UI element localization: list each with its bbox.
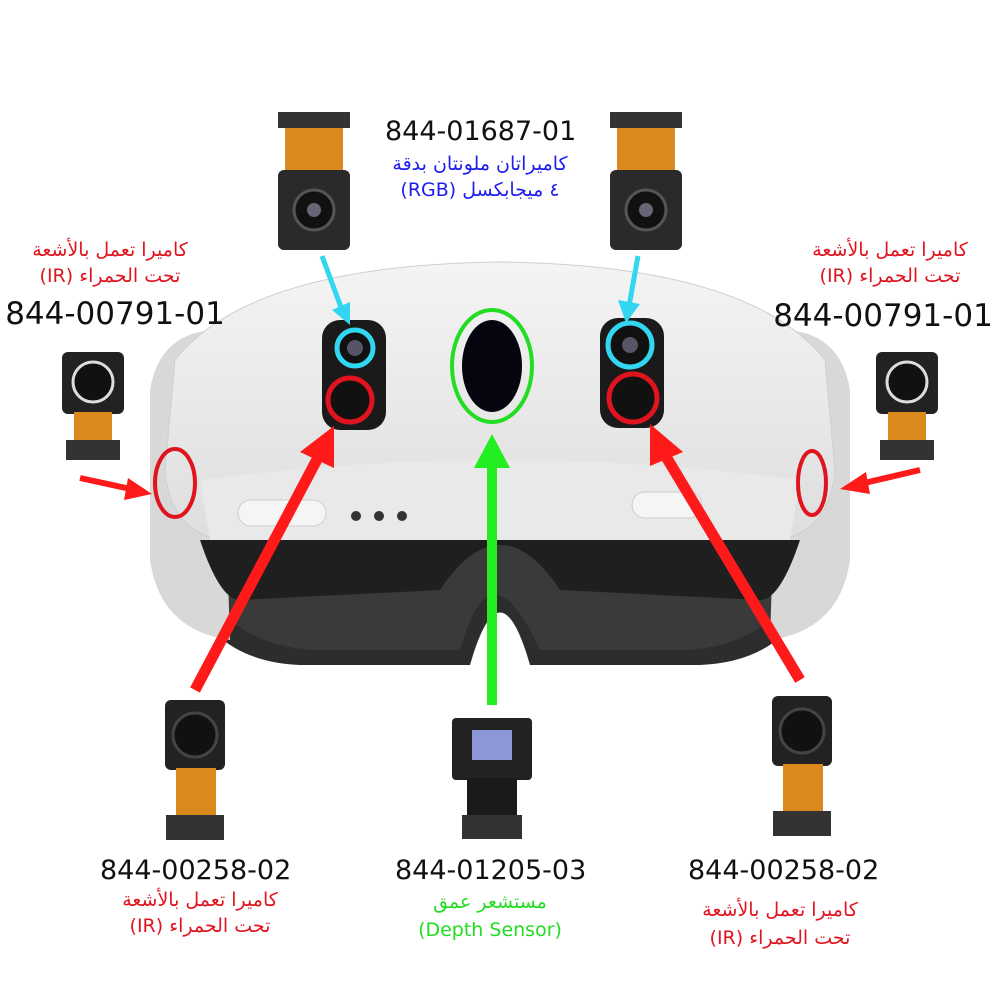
right-side-ir-highlight — [796, 449, 828, 517]
ir-bottom-right-label: كاميرا تعمل بالأشعة — [702, 899, 858, 921]
ir-bottom-right-part-number: 844-00258-02 — [688, 855, 880, 886]
arrow-ir-side-right — [859, 467, 921, 487]
ir-left-part-number: 844-00791-01 — [5, 296, 225, 332]
left-side-ir-highlight — [153, 447, 197, 519]
ir-left-label: كاميرا تعمل بالأشعة — [32, 239, 188, 261]
ir-left-label-2: تحت الحمراء (IR) — [39, 265, 181, 287]
depth-part-number: 844-01205-03 — [395, 855, 587, 886]
action-button — [631, 491, 703, 519]
arrow-ir-bottom-right — [657, 447, 805, 683]
ir-bottom-right-label-2: تحت الحمراء (IR) — [709, 927, 851, 949]
rgb-module-left — [278, 112, 350, 250]
rgb-label: كاميراتان ملونتان بدقة — [392, 153, 568, 175]
right-ir-camera-highlight — [606, 371, 660, 425]
depth-sensor-highlight — [450, 308, 534, 424]
left-ir-camera-highlight — [325, 375, 375, 425]
arrow-ir-side-left — [79, 475, 136, 493]
ir-bottom-left-label: كاميرا تعمل بالأشعة — [122, 889, 278, 911]
ir-module-bottom-left — [165, 700, 225, 840]
ir-bottom-left-label-2: تحت الحمراء (IR) — [129, 915, 271, 937]
ir-module-bottom-right — [772, 696, 832, 836]
rgb-part-number: 844-01687-01 — [385, 116, 577, 147]
ir-bottom-left-part-number: 844-00258-02 — [100, 855, 292, 886]
ir-module-right — [876, 352, 938, 460]
arrows — [79, 255, 921, 705]
rgb-label-2: ٤ ميجابكسل (RGB) — [400, 179, 560, 201]
ir-module-left — [62, 352, 124, 460]
depth-label-en: (Depth Sensor) — [418, 919, 562, 941]
rgb-module-right — [610, 112, 682, 250]
arrow-ir-bottom-left — [190, 447, 327, 693]
ir-right-label: كاميرا تعمل بالأشعة — [812, 239, 968, 261]
depth-module — [452, 718, 532, 839]
ir-right-label-2: تحت الحمراء (IR) — [819, 265, 961, 287]
ir-right-part-number: 844-00791-01 — [773, 298, 993, 334]
depth-label: مستشعر عمق — [433, 891, 547, 913]
